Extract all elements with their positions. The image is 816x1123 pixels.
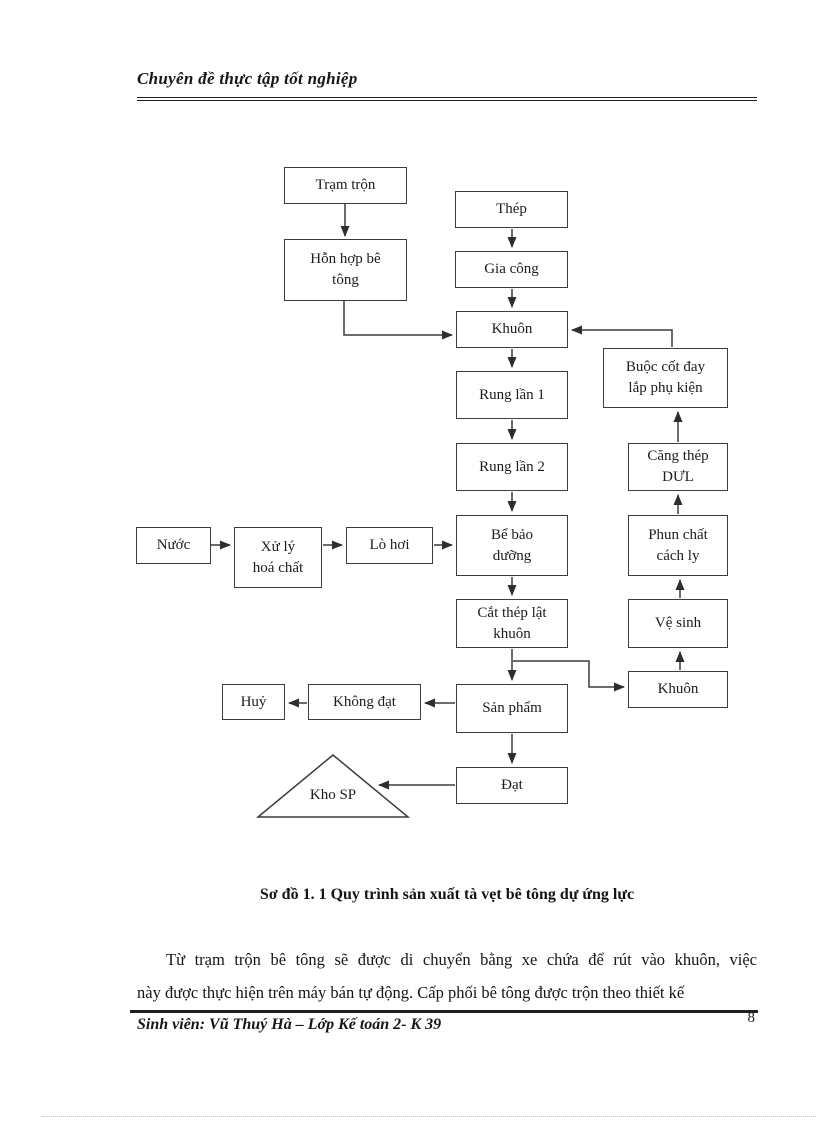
node-tram-tron: Trạm trộn: [284, 167, 407, 204]
node-khuon-center: Khuôn: [456, 311, 568, 348]
node-huy: Huỷ: [222, 684, 285, 720]
node-buoc-cot-day: Buộc cốt đay lắp phụ kiện: [603, 348, 728, 408]
arrow-buoccot-khuon: [571, 325, 673, 347]
node-rung-lan-1: Rung lần 1: [456, 371, 568, 419]
node-be-bao-duong: Bể bảo dưỡng: [456, 515, 568, 576]
node-ve-sinh: Vệ sinh: [628, 599, 728, 648]
arrow-catthep-khuonright: [513, 660, 625, 692]
header-title: Chuyên đề thực tập tốt nghiệp: [137, 69, 358, 88]
kho-sp-triangle: [255, 754, 411, 818]
node-thep: Thép: [455, 191, 568, 228]
paragraph-line-1: Từ trạm trộn bê tông sẽ được di chuyển b…: [166, 950, 757, 969]
node-xu-ly-hoa-chat: Xử lý hoá chất: [234, 527, 322, 588]
node-khong-dat: Không đạt: [308, 684, 421, 720]
node-san-pham: Sản phẩm: [456, 684, 568, 733]
paragraph-line-2: này được thực hiện trên máy bán tự động.…: [137, 983, 685, 1002]
node-rung-lan-2: Rung lần 2: [456, 443, 568, 491]
node-nuoc: Nước: [136, 527, 211, 564]
page-number: 8: [747, 1010, 756, 1026]
node-cang-thep-dul: Căng thép DƯL: [628, 443, 728, 491]
footer-author: Sinh viên: Vũ Thuý Hà – Lớp Kế toán 2- K…: [137, 1016, 442, 1033]
node-dat: Đạt: [456, 767, 568, 804]
header-double-rule: [137, 97, 757, 101]
node-gia-cong: Gia công: [455, 251, 568, 288]
node-cat-thep-lat-khuon: Cắt thép lật khuôn: [456, 599, 568, 648]
page-bottom-dotted-line: [42, 1116, 816, 1117]
diagram-caption: Sơ đồ 1. 1 Quy trình sản xuất tà vẹt bê …: [259, 886, 635, 903]
footer-rule: [130, 1010, 758, 1013]
node-khuon-right: Khuôn: [628, 671, 728, 708]
node-kho-sp: Kho SP: [309, 787, 357, 803]
node-phun-chat-cach-ly: Phun chất cách ly: [628, 515, 728, 576]
node-lo-hoi: Lò hơi: [346, 527, 433, 564]
arrow-honhop-khuon: [343, 301, 453, 340]
node-hon-hop-be-tong: Hỗn hợp bê tông: [284, 239, 407, 301]
